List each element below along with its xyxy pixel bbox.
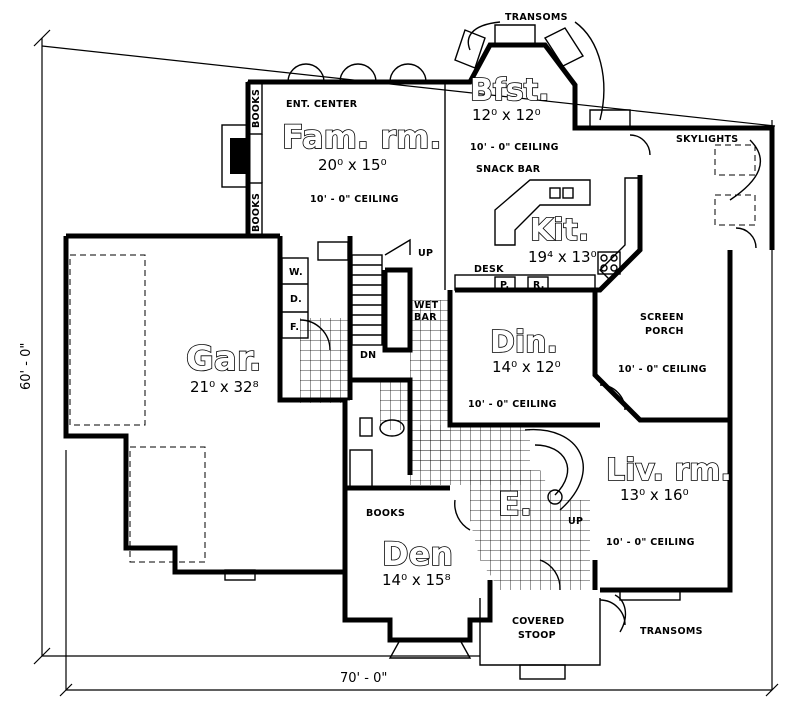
freezer-label: F. [290,322,299,333]
dining-name: Din. [490,325,558,360]
family-room-ceiling: 10' - 0" CEILING [310,194,399,205]
den-name: Den [382,535,453,573]
ent-center-label: ENT. CENTER [286,99,358,110]
dryer-label: D. [290,294,302,305]
den-size: 14⁰ x 15⁸ [382,571,451,589]
stoop-line1: COVERED [512,616,564,627]
transoms-bottom-label: TRANSOMS [640,626,703,637]
transom-callouts [467,21,627,633]
books-label-2: BOOKS [251,193,262,232]
bookshelves [247,81,263,236]
screen-porch-line1: SCREEN [640,312,684,323]
screen-porch-line2: PORCH [645,326,684,337]
transoms-top-label: TRANSOMS [505,12,568,23]
powder-room [349,417,405,489]
up-label-1: UP [418,248,433,259]
washer-label: W. [289,267,303,278]
garage-size: 21⁰ x 32⁸ [190,378,259,396]
desk-label: DESK [474,264,504,275]
family-room-name: Fam. rm. [282,118,442,156]
laundry [281,241,349,339]
living-room-size: 13⁰ x 16⁰ [620,486,689,504]
up-label-2: UP [568,516,583,527]
stoop-line2: STOOP [518,630,556,641]
breakfast-ceiling: 10' - 0" CEILING [470,142,559,153]
screen-porch-ceiling: 10' - 0" CEILING [618,364,707,375]
kitchen-name: Kit. [530,213,589,248]
books-den-label: BOOKS [366,508,405,519]
pantry-label: P. [500,280,509,291]
dimension-lines [33,29,779,697]
width-dimension: 70' - 0" [340,671,387,686]
snack-bar-label: SNACK BAR [476,164,541,175]
dn-label: DN [360,350,376,361]
entry-name: E. [498,485,532,523]
fireplace [221,124,249,188]
wet-bar-label-1: WET [414,300,439,311]
skylights [714,139,761,226]
garage-name: Gar. [186,339,262,379]
breakfast-name: Bfst. [470,73,550,108]
dining-ceiling: 10' - 0" CEILING [468,399,557,410]
windows [224,24,681,680]
living-room-name: Liv. rm. [606,453,732,488]
garage-parking [69,254,206,563]
breakfast-size: 12⁰ x 12⁰ [472,106,541,124]
kitchen-counters [454,177,641,291]
skylights-label: SKYLIGHTS [676,134,738,145]
dining-size: 14⁰ x 12⁰ [492,358,561,376]
family-room-size: 20⁰ x 15⁰ [318,156,387,174]
books-label-1: BOOKS [251,89,262,128]
wet-bar-label-2: BAR [414,312,437,323]
kitchen-size: 19⁴ x 13⁰ [528,248,597,266]
living-room-ceiling: 10' - 0" CEILING [606,537,695,548]
depth-dimension: 60' - 0" [19,343,34,390]
refrigerator-label: R. [533,280,545,291]
stairs [351,238,584,511]
